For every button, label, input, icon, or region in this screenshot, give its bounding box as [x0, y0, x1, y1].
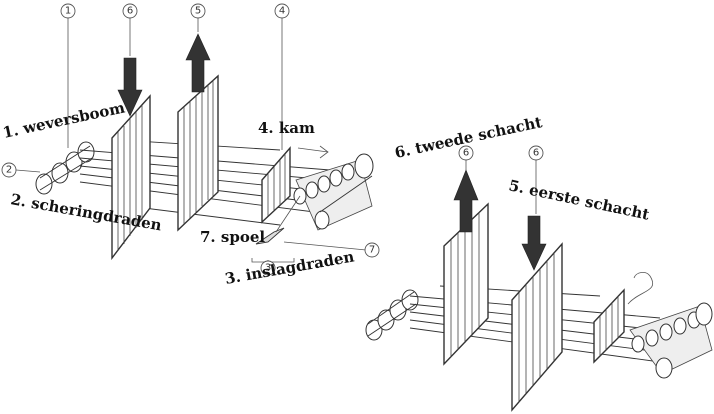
marker-4: 4	[274, 3, 290, 150]
down-arrow-icon	[117, 57, 143, 117]
marker-4-text: 4	[279, 6, 285, 17]
marker-7: 7	[283, 241, 380, 258]
marker-5-left-up: 5	[190, 3, 206, 32]
marker-1-text: 1	[65, 6, 71, 17]
right-shaft-1	[511, 242, 563, 412]
label-weversboom: 1. weversboom	[1, 98, 126, 141]
right-reed	[593, 288, 625, 364]
marker-1: 1	[60, 3, 76, 148]
right-loom	[365, 169, 713, 412]
marker-6a-text: 6	[127, 6, 133, 17]
marker-3-text: 3	[265, 263, 271, 274]
double-arrow-icon	[297, 145, 329, 159]
left-loom	[35, 33, 374, 261]
marker-6b-text: 6	[463, 148, 469, 159]
left-cloth-beam	[293, 153, 374, 231]
marker-2: 2	[1, 162, 41, 178]
up-arrow-icon	[185, 33, 211, 93]
right-warp-beam	[365, 289, 419, 341]
label-kam: 4. kam	[258, 119, 315, 137]
marker-3: 3	[251, 258, 295, 276]
marker-2-text: 2	[6, 165, 12, 176]
label-spoel: 7. spoel	[200, 228, 265, 246]
marker-6-right-up: 6	[458, 145, 474, 170]
right-shuttle-thread	[627, 272, 653, 305]
right-shaft-2	[443, 202, 489, 366]
down-arrow-icon	[521, 215, 547, 271]
marker-5-text: 5	[195, 6, 201, 17]
left-shuttle	[255, 195, 301, 245]
label-inslagdraden: 3. inslagdraden	[224, 247, 356, 287]
marker-6c-text: 6	[533, 148, 539, 159]
left-shaft-2	[177, 74, 219, 232]
left-shaft-1	[111, 94, 151, 261]
marker-6-left-down: 6	[122, 3, 138, 56]
up-arrow-icon	[453, 169, 479, 233]
marker-7-text: 7	[369, 245, 375, 256]
left-warp-beam	[35, 141, 95, 195]
marker-6-right-down: 6	[528, 145, 544, 214]
right-cloth-beam	[629, 302, 713, 379]
left-reed	[261, 146, 291, 224]
